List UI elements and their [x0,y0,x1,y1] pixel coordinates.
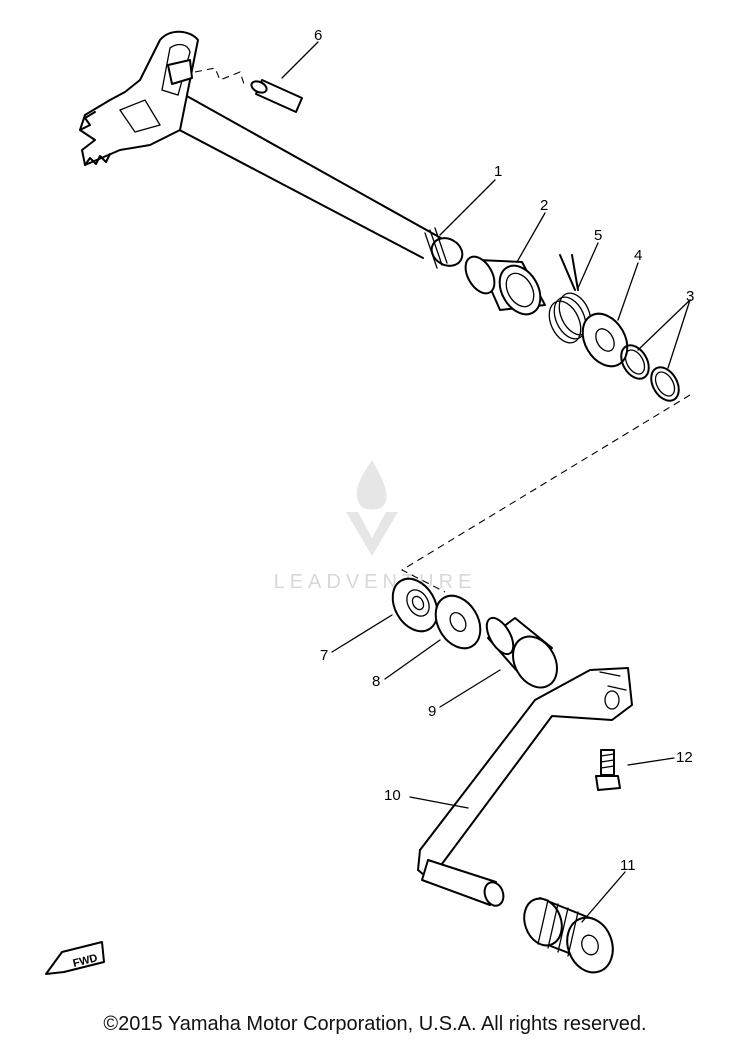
bushing-part-9 [485,616,558,689]
callout-1: 1 [494,163,502,180]
exploded-parts-diagram: LEADVENTURE [45,27,694,975]
watermark-text: LEADVENTURE [274,571,477,593]
callout-12: 12 [676,749,693,766]
oil-seal-part-7 [391,577,439,633]
callout-7: 7 [320,647,328,664]
washer-part-4 [581,312,629,368]
bolt-part-12 [595,749,621,791]
callout-11: 11 [620,857,636,874]
assembly-axis-line [400,394,691,593]
callout-8: 8 [372,673,380,690]
callout-2: 2 [540,197,548,214]
shift-shaft-assembly [79,30,464,269]
callout-10: 10 [384,787,401,804]
spring-part-5 [548,254,592,344]
fwd-label: FWD [72,952,99,970]
callout-6: 6 [314,27,322,44]
callout-3: 3 [686,288,694,305]
pedal-rubber-part-11 [523,897,614,974]
copyright-notice: ©2015 Yamaha Motor Corporation, U.S.A. A… [103,1013,647,1035]
callout-numbers: 1 2 3 4 5 6 7 8 9 10 11 12 [314,27,694,874]
watermark: LEADVENTURE [274,460,477,593]
pin-part-6 [250,79,303,113]
washer-part-8 [434,594,482,650]
callout-5: 5 [594,227,602,244]
circlips-part-3 [620,344,680,402]
collar-part-2 [464,255,546,316]
shift-pedal-part-10 [417,667,633,907]
callout-4: 4 [634,247,642,264]
forward-direction-marker: FWD [45,941,105,975]
callout-9: 9 [428,703,436,720]
leader-lines [281,41,691,923]
